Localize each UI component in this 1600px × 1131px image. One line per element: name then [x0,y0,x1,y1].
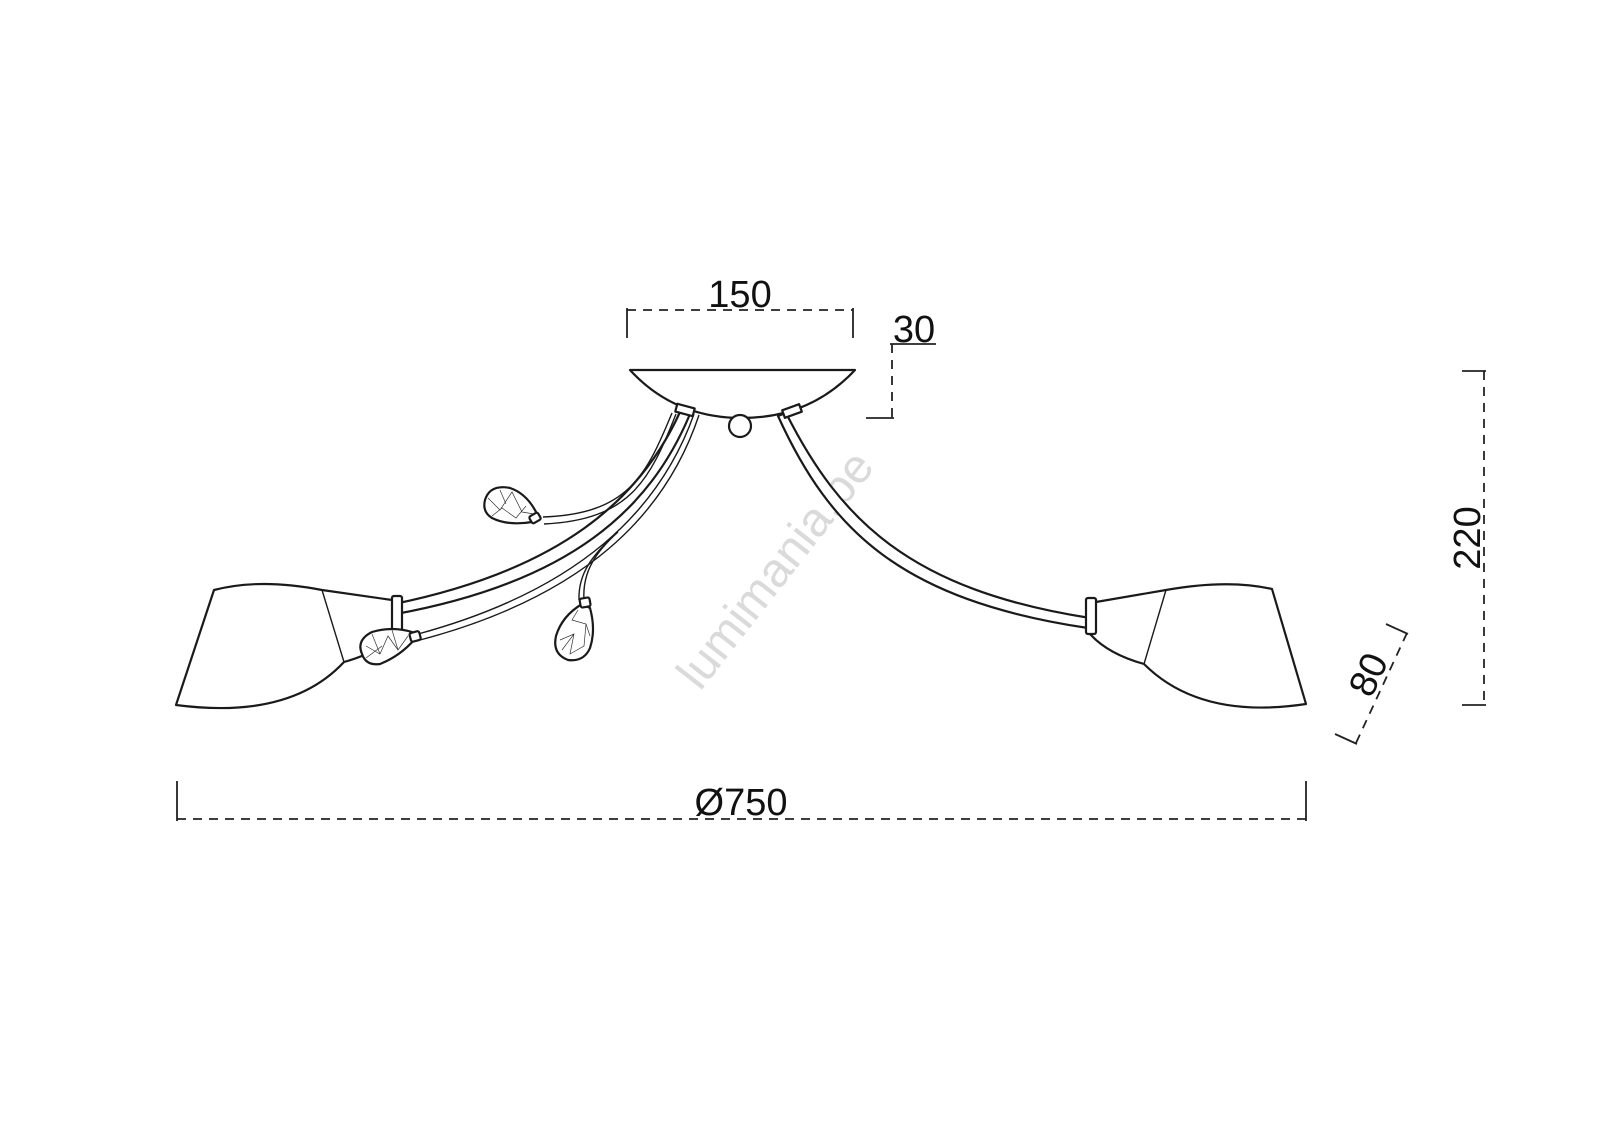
crystal-drop-lower [359,627,422,666]
dimension-label-220: 220 [1447,506,1489,569]
dimension-label-80: 80 [1341,647,1397,703]
dimension-label-750: Ø750 [695,782,788,824]
crystal-drop-upper [483,486,542,525]
dimension-label-30: 30 [893,309,935,351]
dimension-total-height: 220 [1447,370,1489,706]
left-arm-bundle [392,402,700,641]
watermark-text: lumimania.be [667,441,885,699]
dimension-canopy-height: 30 [866,309,936,419]
crystal-drop-middle [554,596,595,662]
right-lamp-shade [1084,583,1308,709]
dimension-canopy-width: 150 [626,274,854,338]
dimension-label-150: 150 [708,274,771,316]
ceiling-canopy [628,368,857,439]
dimension-diameter: Ø750 [176,781,1307,824]
dimension-shade-height: 80 [1334,623,1409,745]
